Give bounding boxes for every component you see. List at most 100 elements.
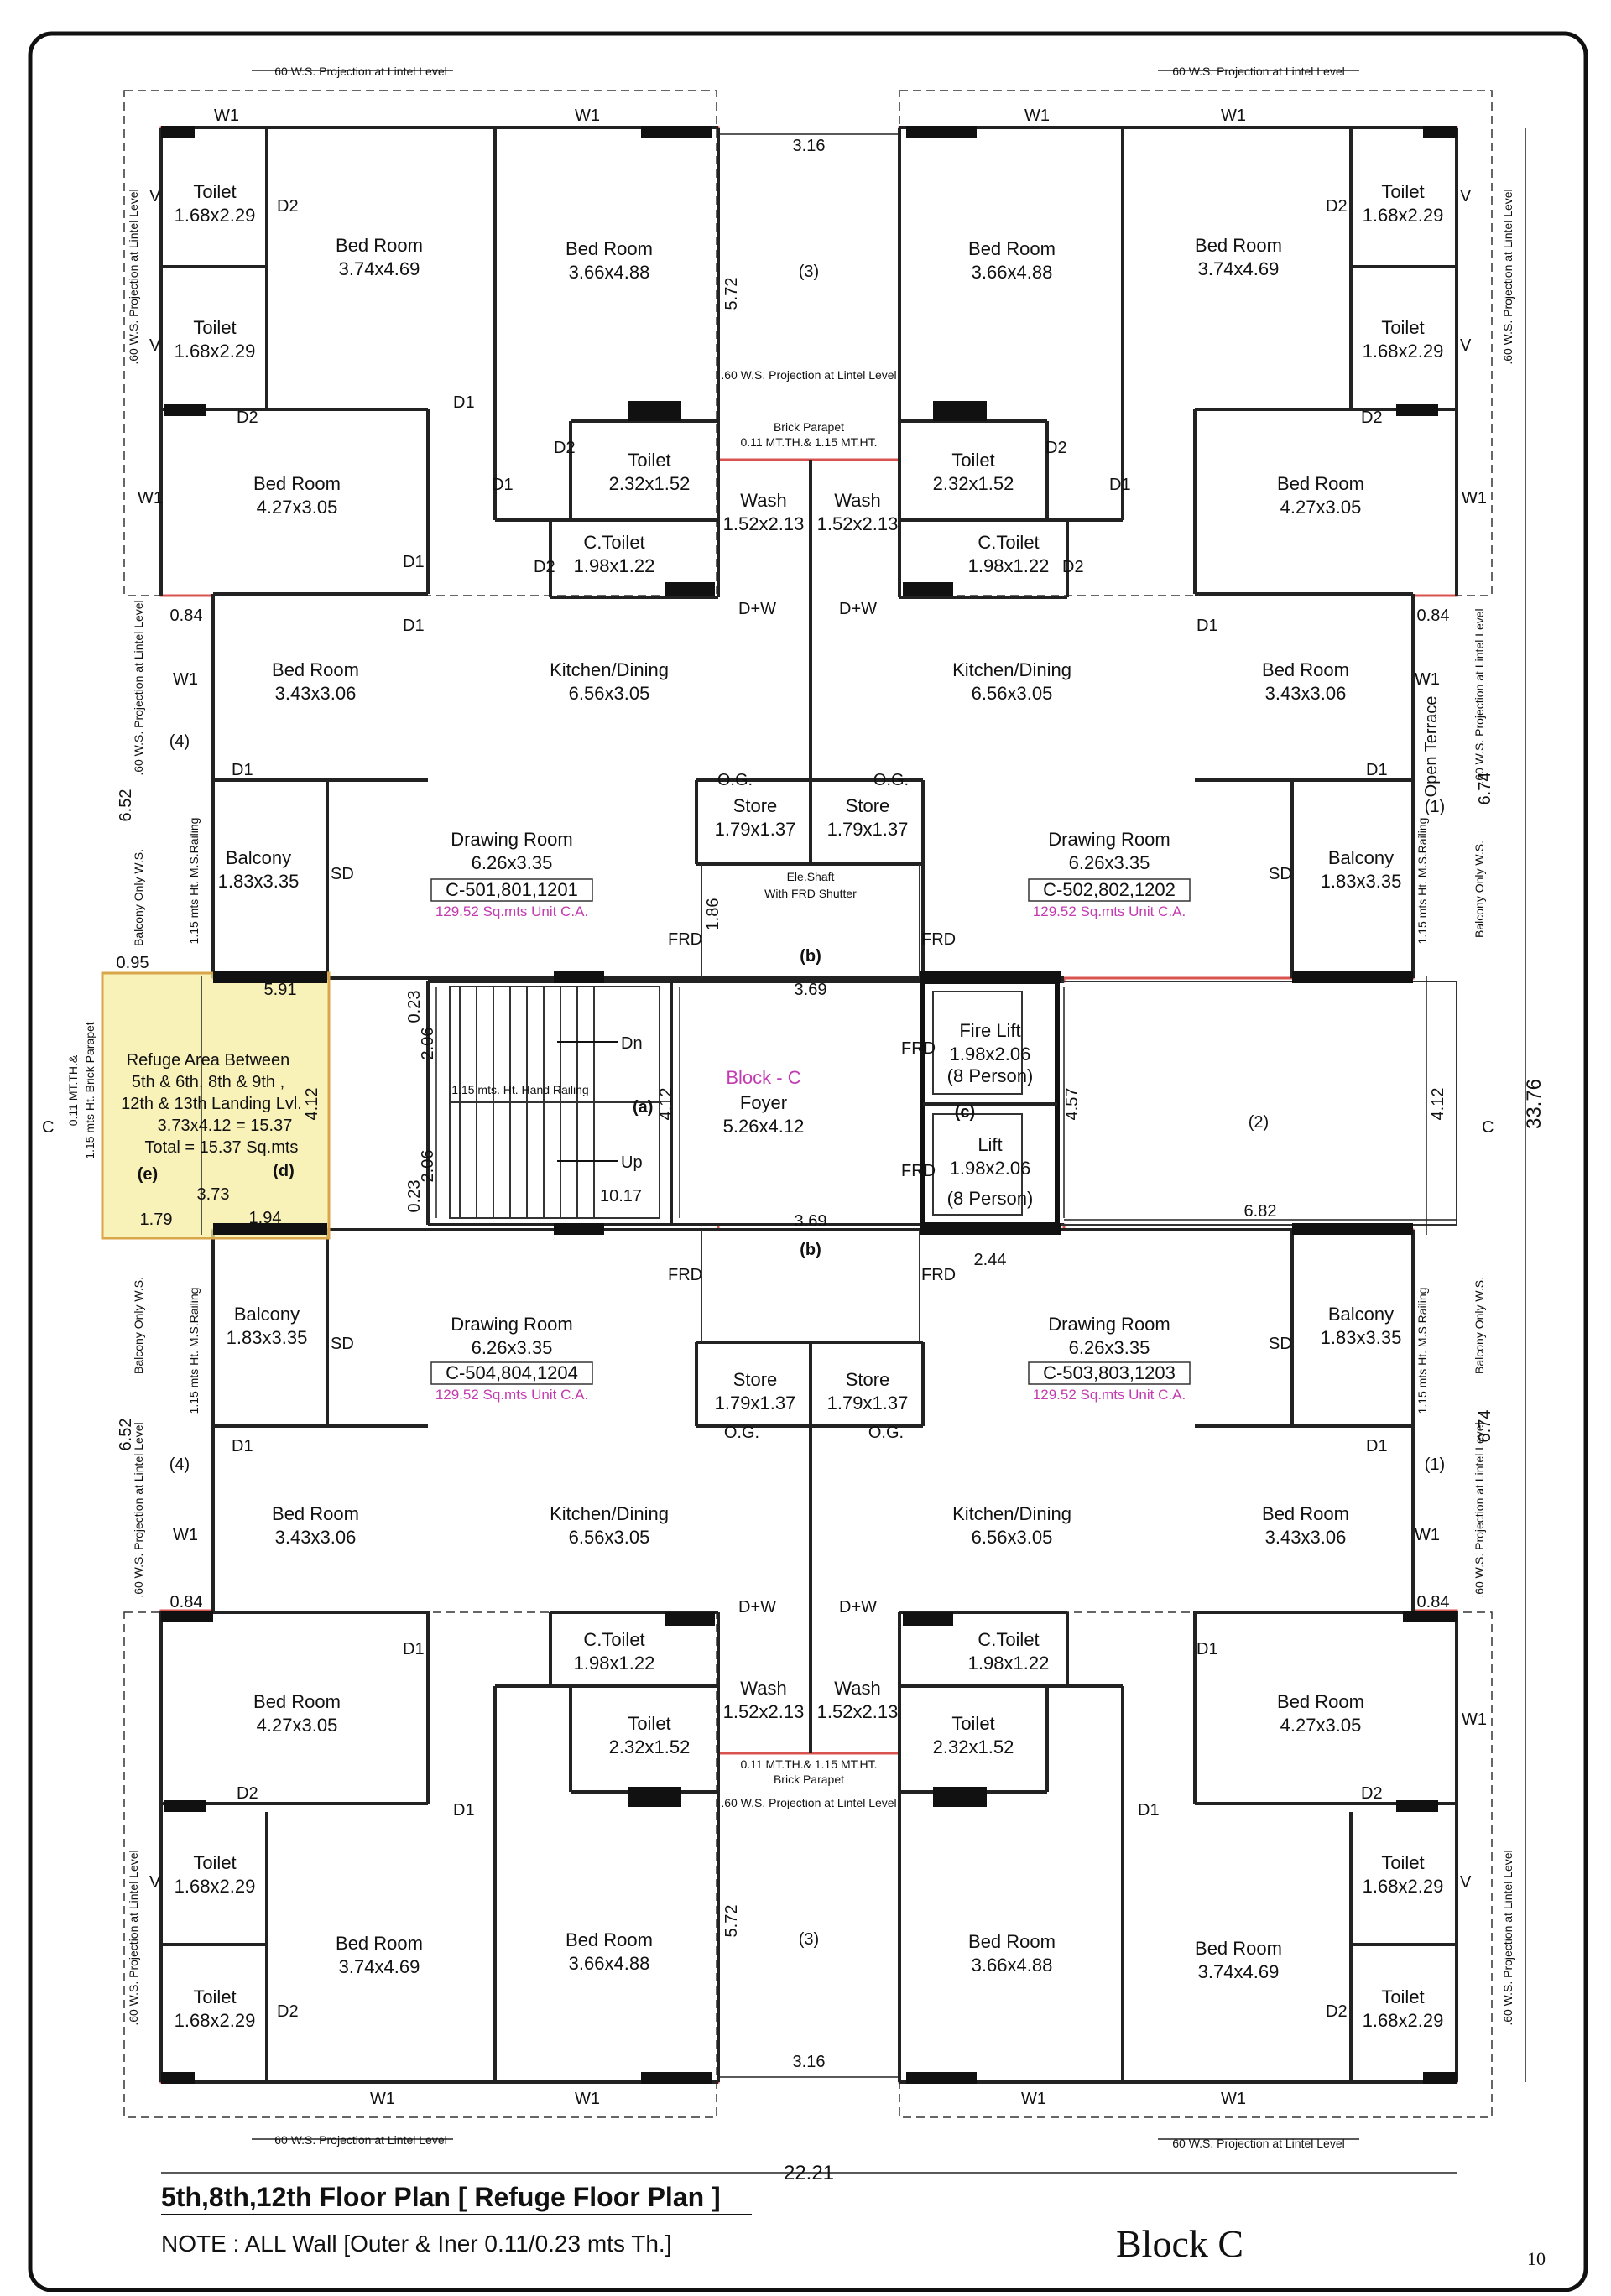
refuge-line1: Refuge Area Between [127, 1051, 290, 1070]
room-kitchen-size: 6.56x3.05 [569, 683, 650, 704]
unit-number: (1) [1425, 798, 1445, 816]
room-bed-name: Bed Room [566, 238, 653, 259]
parapet-spec-bottom: 0.11 MT.TH.& 1.15 MT.HT. [740, 1757, 877, 1771]
room-toilet-size: 2.32x1.52 [933, 473, 1014, 494]
projection-side-label: .60 W.S. Projection at Lintel Level [1473, 608, 1486, 784]
shaft-projection-top: .60 W.S. Projection at Lintel Level [721, 368, 896, 382]
room-kitchen-name: Kitchen/Dining [550, 1503, 669, 1524]
room-store-og: O.G. [868, 1424, 904, 1442]
dim-023: 0.23 [405, 1180, 424, 1213]
room-toilet-name: Toilet [1381, 1852, 1424, 1873]
dim-369: 3.69 [795, 981, 827, 999]
callout-e: (e) [138, 1165, 158, 1184]
room-store-size: 1.79x1.37 [827, 1393, 909, 1414]
room-bed-name: Bed Room [1195, 1938, 1282, 1959]
vent-label: V [149, 336, 161, 355]
projection-label-top-left: 60 W.S. Projection at Lintel Level [274, 65, 446, 78]
w1-label: W1 [575, 107, 600, 125]
room-balcony-size: 1.83x3.35 [227, 1327, 308, 1348]
vent-label: V [149, 187, 161, 206]
unit-number: (2) [1249, 1113, 1269, 1132]
door-label: D1 [1138, 1801, 1160, 1820]
projection-label-top-right: 60 W.S. Projection at Lintel Level [1172, 65, 1344, 78]
refuge-area [101, 971, 331, 1240]
room-wash-name: Wash [740, 490, 786, 511]
dim-412: 4.12 [303, 1088, 321, 1121]
unit-number: (4) [169, 732, 190, 751]
callout-b: (b) [800, 1241, 821, 1259]
window-label: W1 [1415, 1526, 1440, 1544]
room-drawing-size: 6.26x3.35 [472, 852, 553, 873]
projection-outline-tr [899, 90, 1493, 596]
room-ctoilet-size: 1.98x1.22 [574, 555, 655, 576]
vent-label: V [1460, 336, 1472, 355]
door-label: D1 [403, 617, 425, 635]
brick-parapet-top: Brick Parapet [774, 420, 844, 434]
dim-084: 0.84 [1417, 1593, 1450, 1611]
projection-outline-tl [123, 90, 717, 596]
room-ctoilet-size: 1.98x1.22 [968, 1653, 1050, 1674]
unit-area-bl: 129.52 Sq.mts Unit C.A. [435, 1387, 588, 1403]
room-wash-size: 1.52x2.13 [723, 513, 805, 534]
room-kitchen-size: 6.56x3.05 [972, 683, 1053, 704]
room-toilet-size: 1.68x2.29 [1363, 2010, 1444, 2031]
room-toilet-size: 1.68x2.29 [1363, 341, 1444, 362]
parapet-spec-top: 0.11 MT.TH.& 1.15 MT.HT. [740, 435, 877, 449]
projection-side-label: .60 W.S. Projection at Lintel Level [1473, 1422, 1486, 1597]
door-label: D1 [453, 393, 475, 412]
unit-code-tr: C-502,802,1202 [1043, 879, 1176, 900]
balcony-ws-label: Balcony Only W.S. [1473, 1277, 1486, 1374]
room-toilet-name: Toilet [951, 450, 994, 471]
room-toilet-name: Toilet [193, 181, 236, 202]
window-marks [161, 126, 1457, 2084]
door-label: D1 [1109, 476, 1131, 494]
room-bed-name: Bed Room [1262, 659, 1349, 680]
room-bed-size: 3.66x4.88 [569, 1953, 650, 1974]
room-bed-size: 3.43x3.06 [1265, 683, 1347, 704]
room-kitchen-name: Kitchen/Dining [550, 659, 669, 680]
w1-label: W1 [1221, 107, 1246, 125]
room-toilet-name: Toilet [193, 1852, 236, 1873]
refuge-parapet-2: 1.15 mts Ht. Brick Parapet [83, 1022, 96, 1159]
unit-code-box [430, 878, 593, 902]
door-label: D2 [277, 2002, 299, 2021]
foyer-size: 5.26x4.12 [723, 1116, 805, 1137]
room-ctoilet-name: C.Toilet [978, 532, 1039, 553]
room-store-name: Store [733, 795, 778, 816]
door-label: D2 [1326, 197, 1348, 216]
projection-label-bottom-right: 60 W.S. Projection at Lintel Level [1172, 2137, 1344, 2150]
door-label: D1 [492, 476, 514, 494]
window-label: W1 [173, 1526, 198, 1544]
projection-label-bottom-left: 60 W.S. Projection at Lintel Level [274, 2133, 446, 2147]
ms-railing-label: 1.15 mts Ht. M.S.Railing [1415, 818, 1429, 945]
room-drawing-name: Drawing Room [451, 1314, 573, 1335]
dim-244: 2.44 [974, 1251, 1007, 1269]
room-toilet-size: 2.32x1.52 [933, 1736, 1014, 1757]
door-label: FRD [921, 1266, 956, 1284]
room-bed-size: 3.43x3.06 [1265, 1527, 1347, 1548]
door-label: D+W [839, 1598, 877, 1617]
foyer-name: Foyer [740, 1092, 787, 1113]
dim-373: 3.73 [197, 1185, 230, 1204]
window-label: W1 [173, 670, 198, 689]
room-toilet-size: 1.68x2.29 [1363, 205, 1444, 226]
dim-3376: 33.76 [1523, 1079, 1546, 1129]
fire-lift-capacity: (8 Person) [947, 1065, 1034, 1086]
ms-railing-label: 1.15 mts Ht. M.S.Railing [187, 1288, 201, 1414]
page-number: 10 [1527, 2248, 1546, 2269]
room-toilet-name: Toilet [628, 1713, 670, 1734]
stair-up: Up [621, 1153, 643, 1172]
w1-label: W1 [1021, 2090, 1046, 2108]
room-toilet-size: 1.68x2.29 [175, 1876, 256, 1897]
dim-674: 6.74 [1476, 773, 1494, 805]
w1-label: W1 [214, 107, 239, 125]
door-label: D2 [534, 558, 555, 576]
room-bed-size: 3.74x4.69 [1198, 1961, 1280, 1982]
door-label: D2 [237, 409, 258, 427]
dim-652: 6.52 [117, 1419, 135, 1451]
door-label: D2 [1062, 558, 1084, 576]
room-wash-size: 1.52x2.13 [817, 1701, 899, 1722]
room-toilet-name: Toilet [193, 317, 236, 338]
balcony-ws-label: Balcony Only W.S. [1473, 841, 1486, 938]
dim-412: 4.12 [657, 1088, 675, 1121]
